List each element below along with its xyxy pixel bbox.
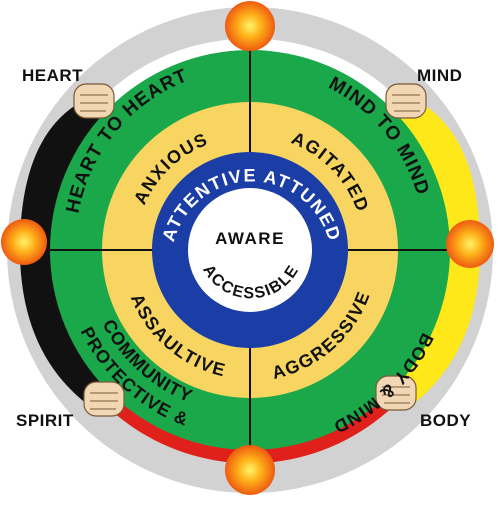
corner-label-mind: MIND xyxy=(417,66,463,85)
sun-left xyxy=(1,219,47,265)
hand-bottom-left xyxy=(83,381,125,417)
sun-top xyxy=(225,1,275,51)
white-figure xyxy=(100,38,400,125)
corner-label-body: BODY xyxy=(420,411,472,430)
hand-top-right xyxy=(385,83,427,119)
center-circle xyxy=(188,188,312,312)
sun-bottom xyxy=(225,445,275,495)
hand-bottom-right xyxy=(375,375,417,411)
center-label-aware: AWARE xyxy=(215,229,285,248)
sun-right xyxy=(446,220,494,268)
corner-label-heart: HEART xyxy=(22,66,84,85)
corner-label-spirit: SPIRIT xyxy=(16,411,74,430)
hand-top-left xyxy=(73,83,115,119)
red-figure xyxy=(100,375,400,464)
